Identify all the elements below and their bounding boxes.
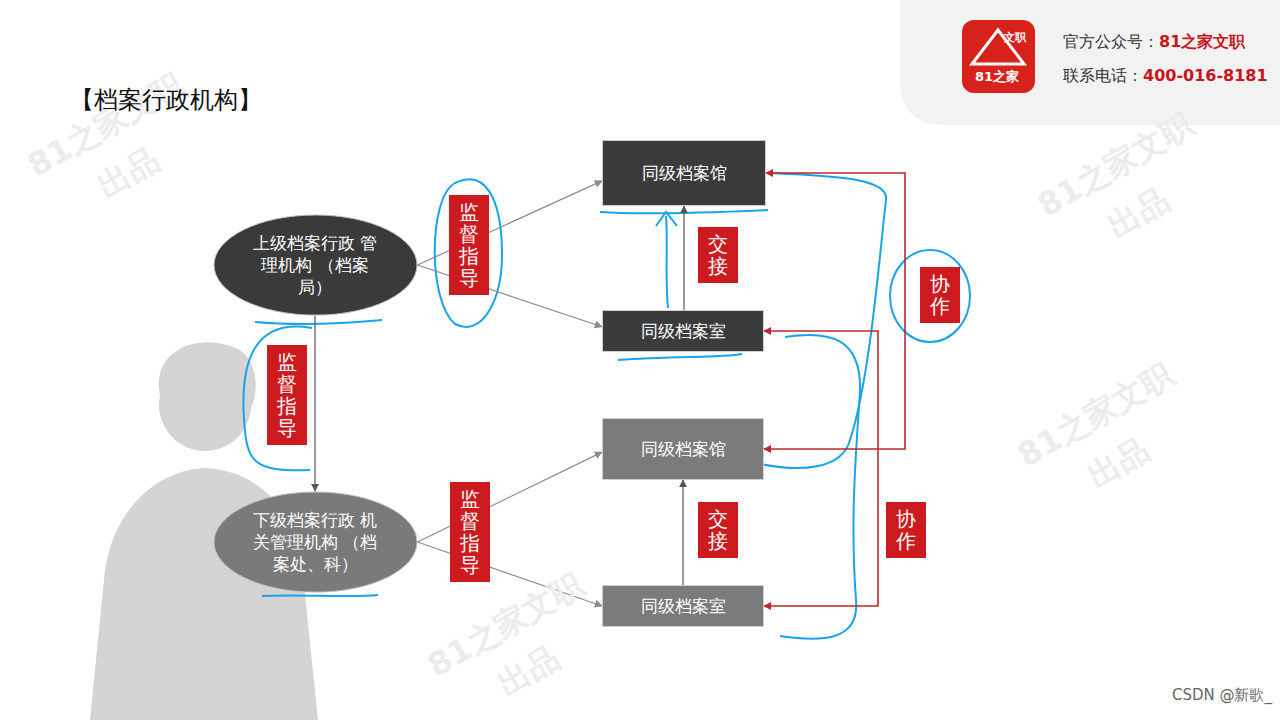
agency-ellipse: 上级档案行政 管理机构 （档案局） — [213, 214, 418, 316]
logo-text: 81之家 — [975, 68, 1019, 86]
arrow-connector — [682, 480, 683, 585]
logo-text: 文职 — [1004, 30, 1026, 45]
edge-label-box: 协作 — [920, 267, 960, 323]
blue-annotations — [243, 173, 970, 639]
logo — [962, 20, 1035, 93]
node-text: 同级档案室 — [641, 320, 726, 342]
edge-label-box: 协作 — [886, 502, 926, 558]
arrow-connector — [683, 206, 684, 310]
edge-label: 监督指导 — [459, 201, 479, 289]
edge-label: 监督指导 — [277, 351, 297, 439]
cooperation-connector — [764, 331, 878, 606]
header-text: 官方公众号： — [1063, 32, 1159, 53]
archive-box: 同级档案馆 — [602, 418, 764, 480]
header-text: 400-016-8181 — [1143, 66, 1268, 85]
header-panel — [900, 0, 1280, 125]
credit: CSDN @新歌_ — [1172, 686, 1272, 705]
edge-label-box: 交接 — [698, 227, 738, 283]
node-text: 同级档案馆 — [642, 162, 727, 184]
archive-box: 同级档案室 — [602, 310, 764, 352]
archive-box: 同级档案室 — [602, 585, 764, 627]
agency-ellipse: 下级档案行政 机关管理机构 （档案处、科） — [213, 491, 418, 593]
edge-label-box: 监督指导 — [267, 345, 307, 445]
header-text: 联系电话： — [1063, 66, 1143, 87]
header-text: 81之家文职 — [1159, 32, 1245, 53]
edge-label: 监督指导 — [460, 488, 480, 576]
arrow-connector — [418, 452, 603, 542]
title: 【档案行政机构】 — [70, 84, 262, 116]
cooperation-connector — [764, 173, 905, 449]
edge-label: 交接 — [708, 233, 728, 277]
edge-label-box: 交接 — [698, 502, 738, 558]
node-text: 同级档案室 — [641, 595, 726, 617]
edge-label: 协作 — [930, 273, 950, 317]
edge-label: 交接 — [708, 508, 728, 552]
arrow-connector — [418, 265, 603, 327]
edge-label-box: 监督指导 — [449, 195, 489, 295]
archive-box: 同级档案馆 — [602, 140, 766, 206]
edge-label: 协作 — [896, 508, 916, 552]
node-text: 上级档案行政 管理机构 （档案局） — [250, 232, 380, 298]
arrow-connector — [418, 181, 603, 265]
node-text: 下级档案行政 机关管理机构 （档案处、科） — [250, 509, 380, 575]
arrow-connector — [314, 316, 315, 491]
node-text: 同级档案馆 — [641, 438, 726, 460]
edge-label-box: 监督指导 — [450, 482, 490, 582]
